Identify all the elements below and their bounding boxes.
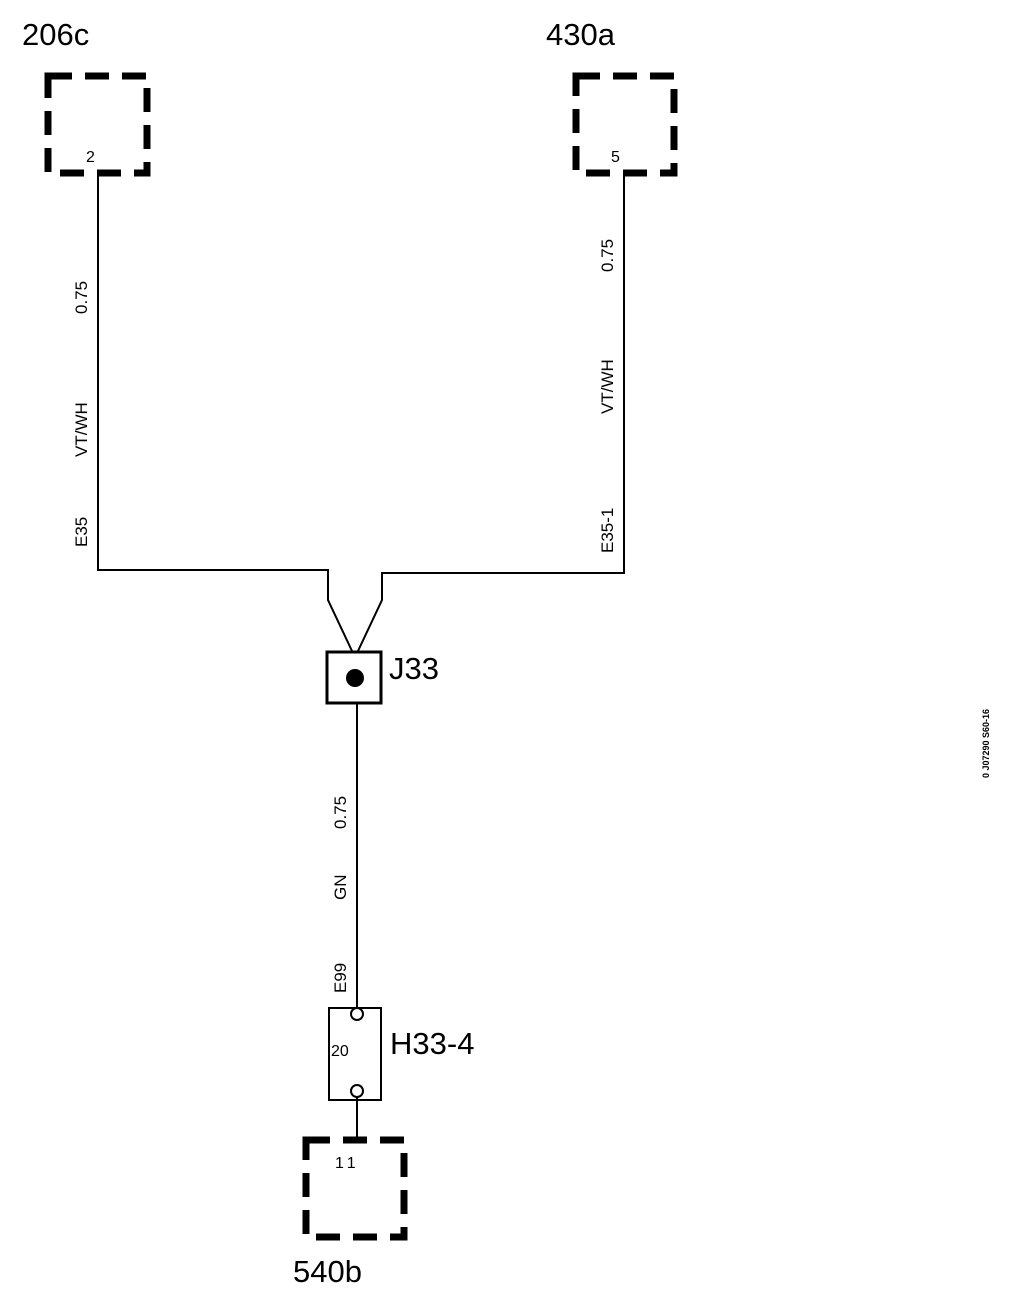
component-206c[interactable]: 206c 2 — [22, 17, 151, 177]
splice-j33-dot — [346, 669, 364, 687]
wire-e35-1-id: E35-1 — [598, 508, 617, 553]
component-206c-pin: 2 — [86, 149, 95, 166]
wire-e35[interactable] — [97, 176, 353, 652]
component-540b[interactable]: 11 540b — [293, 1136, 408, 1289]
figure-reference: 0 J07290 S60-16 — [981, 709, 991, 778]
wire-e35-color: VT/WH — [72, 402, 91, 457]
connector-h33-4-pin: 20 — [331, 1043, 349, 1060]
component-540b-pin: 11 — [335, 1155, 360, 1172]
component-430a-label: 430a — [546, 17, 616, 52]
component-430a[interactable]: 430a 5 — [546, 17, 678, 177]
component-430a-pin: 5 — [611, 149, 620, 166]
wire-e99-color: GN — [331, 875, 350, 901]
wire-e99-id: E99 — [331, 963, 350, 993]
component-540b-label: 540b — [293, 1254, 362, 1289]
component-206c-box — [44, 72, 151, 177]
wire-e35-gauge: 0.75 — [72, 281, 91, 314]
wire-e35-id: E35 — [72, 517, 91, 547]
component-540b-box — [302, 1136, 408, 1241]
wire-e35-1-color: VT/WH — [598, 359, 617, 414]
component-430a-box — [572, 72, 678, 177]
splice-j33-box — [325, 650, 383, 705]
wire-e99-gauge: 0.75 — [331, 796, 350, 829]
splice-j33-label: J33 — [389, 651, 439, 686]
wire-e35-1-gauge: 0.75 — [598, 239, 617, 272]
connector-h33-4[interactable]: 20 H33-4 — [328, 1007, 474, 1101]
connector-h33-4-pin-top — [350, 1007, 364, 1021]
wire-e35-1[interactable] — [357, 176, 625, 652]
connector-h33-4-pin-bottom — [350, 1084, 364, 1098]
connector-h33-4-label: H33-4 — [390, 1026, 474, 1061]
splice-j33[interactable]: J33 — [325, 650, 439, 705]
component-206c-label: 206c — [22, 17, 89, 52]
